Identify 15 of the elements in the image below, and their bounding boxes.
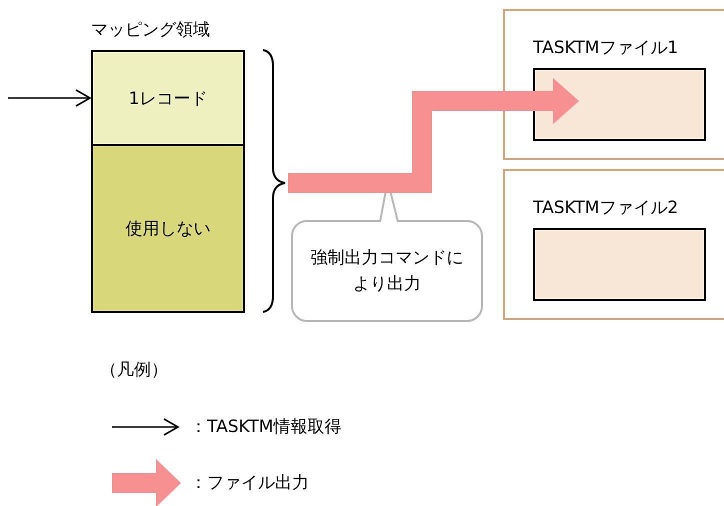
file-box: [533, 68, 706, 141]
area-heading: マッピング領域: [91, 19, 210, 41]
file-box: [533, 228, 706, 301]
arrow: [8, 89, 92, 107]
file-panel: [503, 9, 724, 160]
file-title: TASKTMファイル2: [533, 197, 678, 219]
record-cell: 使用しない: [91, 144, 245, 313]
legend-heading: （凡例）: [100, 359, 168, 381]
file-panel: [503, 169, 724, 320]
output-arrow: [288, 78, 579, 193]
legend-text: ：TASKTM情報取得: [190, 416, 342, 438]
file-title: TASKTMファイル1: [533, 37, 678, 59]
callout-bubble: 強制出力コマンドにより出力: [291, 220, 483, 322]
legend-text: ：ファイル出力: [190, 472, 309, 494]
record-cell: 1レコード: [91, 50, 245, 146]
